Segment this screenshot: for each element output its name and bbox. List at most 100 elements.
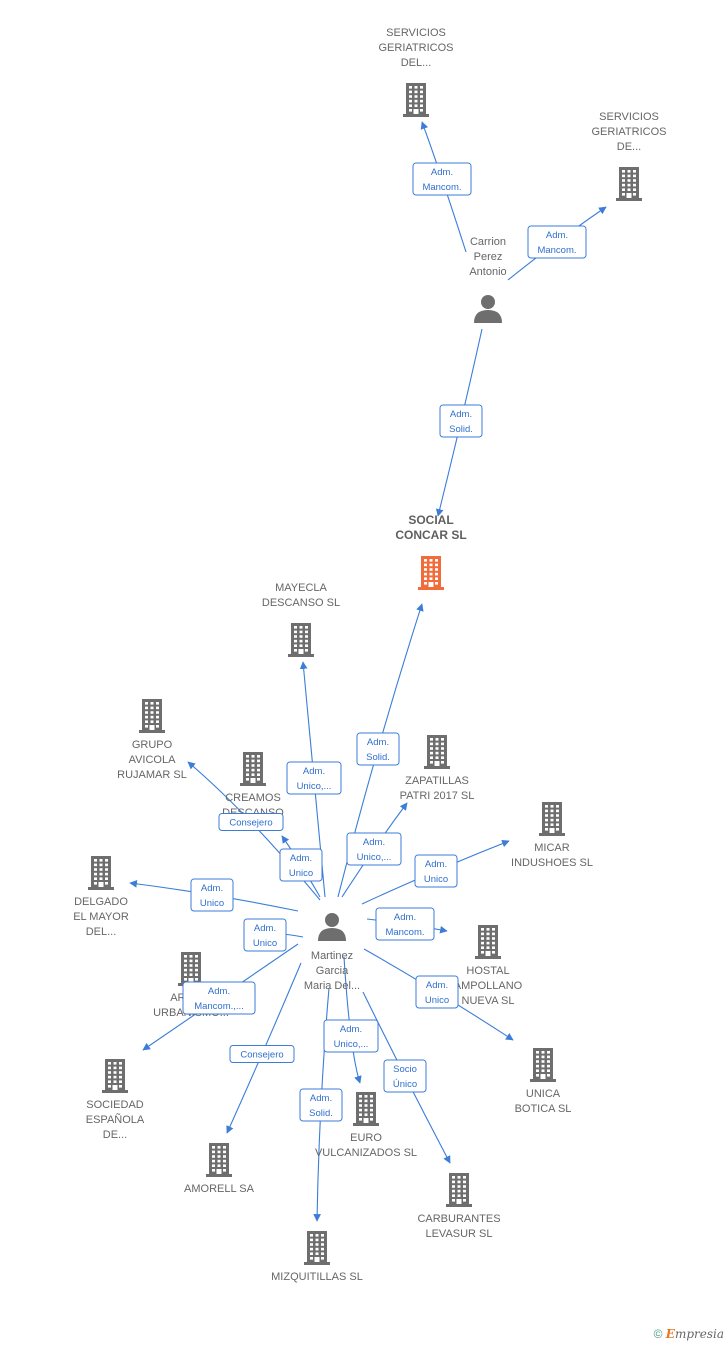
edge-label[interactable]: Adm.Mancom. [527, 225, 587, 259]
edge-label[interactable]: Adm.Unico [415, 975, 459, 1009]
building-icon [424, 735, 450, 769]
edge-label[interactable]: Adm. Unico [190, 878, 234, 912]
node-label: UNICA [526, 1088, 561, 1100]
node-label: MICAR [534, 842, 570, 854]
edge-label[interactable]: Adm. Unico [414, 854, 458, 888]
node-label: INDUSHOES SL [511, 857, 593, 869]
edge-label-box [346, 832, 402, 866]
edge-label-box [229, 1045, 295, 1063]
node-mizquitillas[interactable]: MIZQUITILLAS SL [271, 1231, 363, 1283]
person-icon [318, 913, 346, 941]
node-amorell[interactable]: AMORELL SA [184, 1143, 255, 1195]
building-icon [102, 1059, 128, 1093]
node-label: AVICOLA [129, 754, 177, 766]
edge-label-text: Unico [424, 874, 448, 885]
node-label: Maria Del... [304, 980, 360, 992]
node-label: DELGADO [74, 896, 128, 908]
node-label: Perez [474, 251, 503, 263]
building-icon [539, 802, 565, 836]
edge-label-text: Adm. [303, 766, 325, 777]
edge-label-box [412, 162, 472, 196]
node-label: GRUPO [132, 739, 173, 751]
node-label: AMORELL SA [184, 1183, 255, 1195]
edge-label[interactable]: Adm. Solid. [439, 404, 483, 438]
node-sg1[interactable]: SERVICIOSGERIATRICOSDEL... [379, 27, 454, 117]
edge-label-text: Unico [253, 938, 277, 949]
node-sociedad[interactable]: SOCIEDADESPAÑOLADE... [86, 1059, 145, 1141]
node-label: Martinez [311, 950, 353, 962]
node-label: LEVASUR SL [425, 1228, 492, 1240]
edge-label-text: Solid. [366, 752, 390, 763]
edge-label[interactable]: Adm.Unico [243, 918, 287, 952]
edge-label[interactable]: Adm.Unico,... [323, 1019, 379, 1053]
node-label: BOTICA SL [515, 1103, 572, 1115]
edge-label-box [299, 1088, 343, 1122]
node-label: ESPAÑOLA [86, 1113, 145, 1126]
edge-label-text: Adm. [340, 1024, 362, 1035]
node-label: VULCANIZADOS SL [315, 1147, 417, 1159]
node-label: MAYECLA [275, 582, 327, 594]
node-micar[interactable]: MICAR INDUSHOES SL [511, 802, 593, 869]
edge-label-box [279, 848, 323, 882]
edge-label-box [243, 918, 287, 952]
edge-label-text: Adm. [450, 409, 472, 420]
building-icon [304, 1231, 330, 1265]
edge-label[interactable]: Adm.Unico,... [346, 832, 402, 866]
edge-label[interactable]: Adm. Unico,... [286, 761, 342, 795]
node-mayecla[interactable]: MAYECLA DESCANSO SL [262, 582, 340, 657]
node-sg2[interactable]: SERVICIOSGERIATRICOSDE... [592, 111, 667, 201]
edge-label-text: Mancom. [422, 182, 461, 193]
edge-label-text: Socio [393, 1064, 417, 1075]
edge-label-box [323, 1019, 379, 1053]
node-label: HOSTAL [466, 965, 509, 977]
edge-label-text: Solid. [449, 424, 473, 435]
edge-label[interactable]: Adm.Solid. [299, 1088, 343, 1122]
building-icon [353, 1092, 379, 1126]
building-icon [288, 623, 314, 657]
edge-label-text: Único [393, 1079, 417, 1090]
copyright-symbol: © [653, 1327, 663, 1341]
node-label: SERVICIOS [599, 111, 659, 123]
edge-label[interactable]: Adm. Solid. [356, 732, 400, 766]
edge-label[interactable]: Adm.Mancom. [375, 907, 435, 941]
building-icon [88, 856, 114, 890]
edge-label-text: Unico [425, 995, 449, 1006]
edge-label-text: Adm. [310, 1093, 332, 1104]
edge-label-text: Adm. [290, 853, 312, 864]
edge-label[interactable]: Adm.Mancom.,... [182, 981, 256, 1015]
edge-label-text: Adm. [425, 859, 447, 870]
node-unica[interactable]: UNICA BOTICA SL [515, 1048, 572, 1115]
node-label: Garcia [316, 965, 349, 977]
edge-label-text: Adm. [367, 737, 389, 748]
node-label: DEL... [401, 57, 432, 69]
edge-label-box [182, 981, 256, 1015]
node-label: SERVICIOS [386, 27, 446, 39]
edge-label[interactable]: Adm.Mancom. [412, 162, 472, 196]
edge-label-text: Unico,... [297, 781, 332, 792]
node-label: DESCANSO SL [262, 597, 340, 609]
node-label: DEL... [86, 926, 117, 938]
building-icon [178, 952, 204, 986]
node-label: DE... [617, 141, 641, 153]
node-label: SOCIEDAD [86, 1099, 144, 1111]
node-label: MIZQUITILLAS SL [271, 1271, 363, 1283]
edge-label-text: Unico [200, 898, 224, 909]
edge-label-text: Adm. [201, 883, 223, 894]
footer-brand: © Empresia [654, 1327, 724, 1341]
edge-label-text: Unico,... [357, 852, 392, 863]
edge-label[interactable]: Adm.Unico [279, 848, 323, 882]
edge-label[interactable]: Consejero [218, 813, 284, 831]
edge-label[interactable]: Consejero [229, 1045, 295, 1063]
node-label: PATRI 2017 SL [400, 790, 475, 802]
building-icon [240, 752, 266, 786]
